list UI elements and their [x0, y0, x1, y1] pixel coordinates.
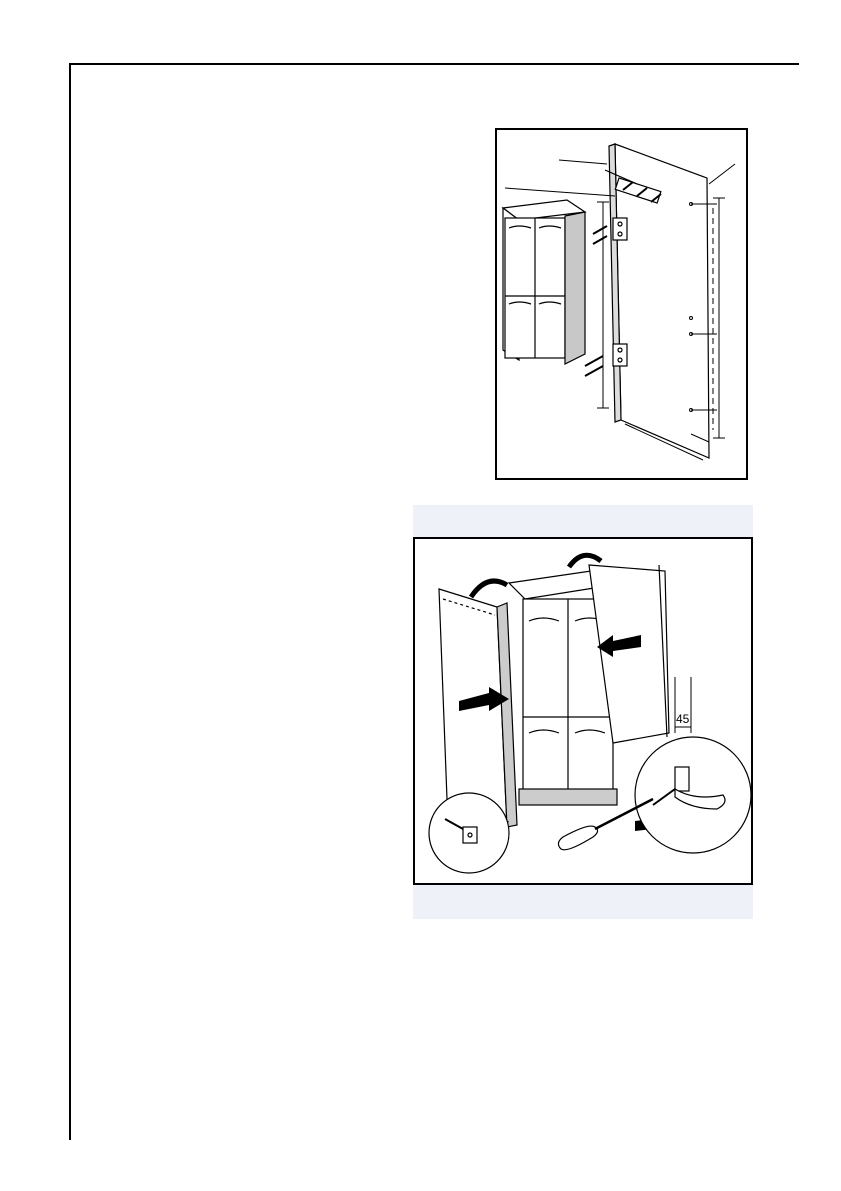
- dimension-label: 45: [676, 712, 690, 726]
- appliance-installation-diagram: 45: [413, 537, 753, 885]
- left-rule: [69, 63, 71, 1140]
- hinge-bracket-top: [613, 218, 627, 240]
- door-panel: [605, 144, 709, 458]
- top-rule: [69, 63, 799, 65]
- hinge-bracket-bottom: [613, 344, 627, 366]
- detail-circle-left: [429, 793, 509, 873]
- cabinet-illustration: [503, 200, 585, 364]
- left-door-panel: [439, 589, 517, 827]
- detail-circle-right: [635, 737, 751, 853]
- door-panel-mounting-diagram: [495, 128, 748, 480]
